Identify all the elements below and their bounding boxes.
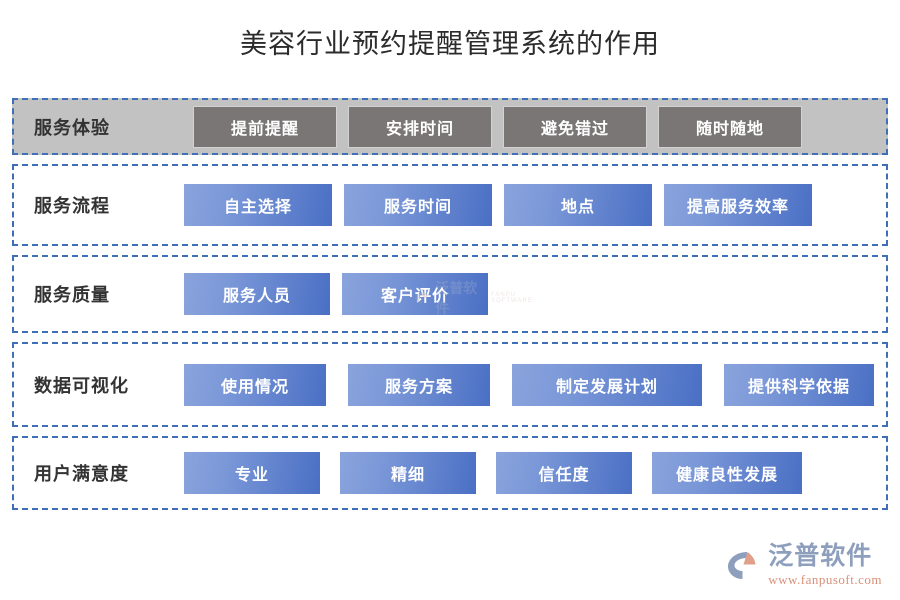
node-box[interactable]: 使用情况 bbox=[184, 363, 326, 406]
row-nodes: 服务人员 客户评价 bbox=[174, 273, 886, 315]
row-nodes: 专业 精细 信任度 健康良性发展 bbox=[174, 452, 886, 494]
node-box[interactable]: 地点 bbox=[504, 184, 652, 226]
diagram-row-service-process: 服务流程 自主选择 服务时间 地点 提高服务效率 bbox=[12, 164, 888, 246]
brand-logo-text: 泛普软件 www.fanpusoft.com bbox=[768, 544, 882, 586]
brand-name: 泛普软件 bbox=[768, 543, 873, 570]
node-box[interactable]: 避免错过 bbox=[503, 105, 647, 148]
page-title: 美容行业预约提醒管理系统的作用 bbox=[240, 29, 660, 59]
node-box[interactable]: 随时随地 bbox=[658, 105, 802, 148]
row-nodes: 自主选择 服务时间 地点 提高服务效率 bbox=[174, 184, 886, 226]
node-box[interactable]: 自主选择 bbox=[184, 184, 332, 226]
row-label: 服务体验 bbox=[34, 117, 110, 138]
row-label: 用户满意度 bbox=[34, 464, 129, 484]
brand-logo-icon bbox=[726, 549, 760, 581]
diagram-row-user-satisfaction: 用户满意度 专业 精细 信任度 健康良性发展 bbox=[12, 436, 888, 510]
row-nodes: 使用情况 服务方案 制定发展计划 提供科学依据 bbox=[174, 363, 886, 406]
node-box[interactable]: 健康良性发展 bbox=[652, 452, 802, 494]
node-box[interactable]: 服务时间 bbox=[344, 184, 492, 226]
node-box[interactable]: 专业 bbox=[184, 452, 320, 494]
row-nodes: 提前提醒 安排时间 避免错过 随时随地 bbox=[174, 105, 886, 148]
node-box[interactable]: 服务方案 bbox=[348, 363, 490, 406]
node-box[interactable]: 制定发展计划 bbox=[512, 363, 702, 406]
brand-url: www.fanpusoft.com bbox=[768, 572, 882, 587]
diagram-row-service-quality: 服务质量 服务人员 客户评价 泛普软件 FANPU SOFTWARE bbox=[12, 255, 888, 333]
node-box[interactable]: 信任度 bbox=[496, 452, 632, 494]
row-label: 服务质量 bbox=[34, 285, 110, 305]
diagram-row-data-visualization: 数据可视化 使用情况 服务方案 制定发展计划 提供科学依据 bbox=[12, 342, 888, 427]
node-box[interactable]: 精细 bbox=[340, 452, 476, 494]
node-box[interactable]: 安排时间 bbox=[348, 105, 492, 148]
node-box[interactable]: 提供科学依据 bbox=[724, 363, 874, 406]
node-box[interactable]: 提前提醒 bbox=[193, 105, 337, 148]
brand-logo: 泛普软件 www.fanpusoft.com bbox=[726, 544, 882, 586]
diagram-row-service-experience: 服务体验 提前提醒 安排时间 避免错过 随时随地 bbox=[12, 98, 888, 155]
node-box[interactable]: 客户评价 bbox=[342, 273, 488, 315]
row-label: 数据可视化 bbox=[34, 375, 129, 396]
node-box[interactable]: 提高服务效率 bbox=[664, 184, 812, 226]
diagram-container: 服务体验 提前提醒 安排时间 避免错过 随时随地 服务流程 自主选择 服务时间 … bbox=[12, 98, 888, 519]
node-box[interactable]: 服务人员 bbox=[184, 273, 330, 315]
row-label: 服务流程 bbox=[34, 196, 110, 216]
